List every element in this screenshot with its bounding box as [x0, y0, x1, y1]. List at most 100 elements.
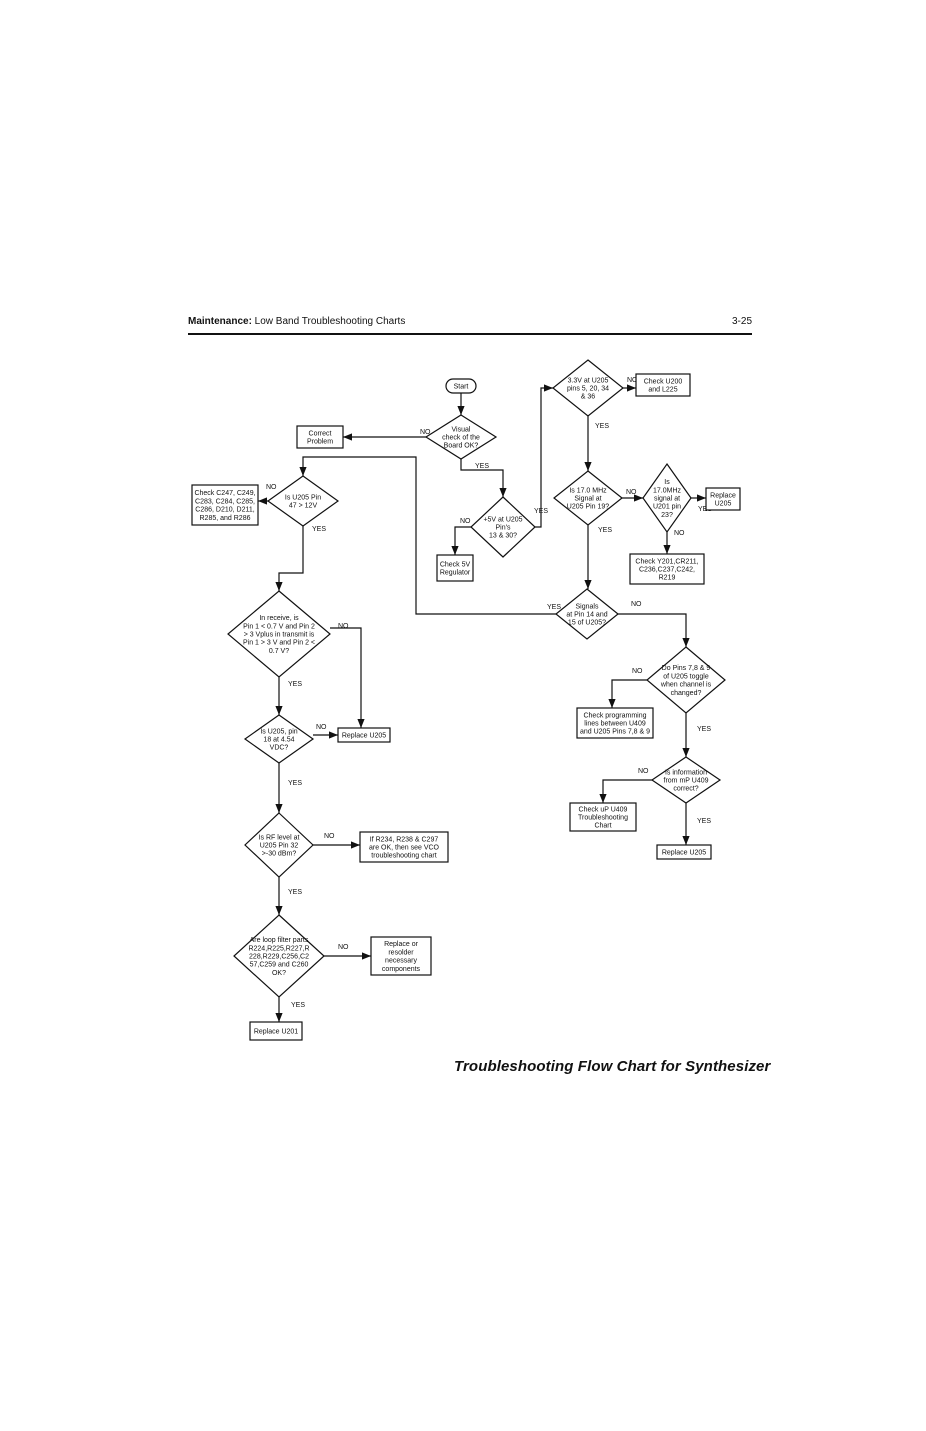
decision-diamond: [470, 496, 536, 558]
arrowhead-icon: [275, 804, 283, 813]
arrowhead-icon: [351, 841, 360, 849]
node-text-line: Pin 1 < 0.7 V and Pin 2: [243, 623, 315, 630]
arrowhead-icon: [275, 906, 283, 915]
edge-pin18-to-rflevel: YES: [275, 763, 302, 813]
node-replaceu205b: Replace U205: [337, 727, 391, 743]
process-box: [249, 1021, 303, 1041]
decision-diamond: [650, 756, 722, 804]
arrowhead-icon: [451, 546, 459, 555]
node-text-line: VDC?: [270, 745, 289, 752]
edge-mhz17-to-mhz17u201: NO: [622, 489, 643, 502]
node-text-line: Are loop filter parts: [250, 937, 309, 944]
arrowhead-icon: [608, 699, 616, 708]
edge-pin18-to-replaceu205b: NO: [313, 724, 338, 739]
decision-diamond: [424, 414, 498, 460]
node-text-line: 3.3V at U205: [568, 377, 609, 384]
process-box: [370, 936, 432, 976]
decision-diamond: [552, 359, 624, 417]
edge-label: YES: [288, 889, 302, 896]
connector-line: [618, 613, 687, 647]
arrowhead-icon: [275, 706, 283, 715]
arrowhead-icon: [584, 462, 592, 471]
node-text-line: +5V at U205: [483, 516, 522, 523]
header-rule: [188, 333, 752, 335]
edge-pin47-to-receive: YES: [275, 526, 326, 591]
edge-toggle-to-info: YES: [682, 713, 711, 757]
node-text-line: Is RF level at: [259, 834, 300, 841]
figure-caption: Troubleshooting Flow Chart for Synthesiz…: [454, 1058, 771, 1075]
process-box: [656, 844, 712, 860]
arrowhead-icon: [457, 406, 465, 415]
node-text-line: when channel is: [660, 682, 712, 689]
node-text-line: Check 5V: [440, 561, 471, 568]
connector-line: [454, 526, 471, 555]
decision-diamond: [243, 714, 315, 764]
decision-diamond: [233, 914, 325, 998]
arrowhead-icon: [682, 836, 690, 845]
node-text-line: Chart: [594, 823, 611, 830]
arrowhead-icon: [627, 384, 636, 392]
arrowhead-icon: [634, 494, 643, 502]
edge-label: YES: [288, 780, 302, 787]
node-text-line: Visual: [452, 426, 471, 433]
node-text-line: Check C247, C249,: [194, 490, 255, 497]
node-text-line: components: [382, 966, 421, 973]
node-text-line: 0.7 V?: [269, 648, 289, 655]
arrowhead-icon: [663, 545, 671, 554]
node-text-line: Start: [454, 384, 469, 391]
edge-label: NO: [631, 601, 642, 608]
node-text-line: Signals: [576, 603, 599, 610]
terminal-pill: [445, 378, 477, 394]
node-text-line: R285, and R286: [200, 515, 251, 522]
page-header: Maintenance: Low Band Troubleshooting Ch…: [188, 316, 752, 330]
node-text-line: at Pin 14 and: [566, 612, 607, 619]
node-text-line: and U205 Pins 7,8 & 9: [580, 729, 650, 736]
arrowhead-icon: [682, 748, 690, 757]
edge-label: YES: [698, 506, 712, 513]
arrowhead-icon: [362, 952, 371, 960]
node-text-line: 17.0MHz: [653, 487, 682, 494]
node-text-line: Is information: [665, 769, 707, 776]
arrowhead-icon: [275, 1013, 283, 1022]
edge-label: NO: [626, 489, 637, 496]
arrowhead-icon: [299, 467, 307, 476]
page-number: 3-25: [731, 316, 752, 327]
edge-label: YES: [475, 463, 489, 470]
connector-line: [611, 679, 647, 708]
edge-mhz17u201-to-checky201: NO: [663, 530, 685, 554]
edge-signals1415-to-toggle: NO: [618, 601, 690, 647]
node-text-line: If R234, R238 & C297: [370, 836, 439, 843]
node-text-line: R219: [659, 575, 676, 582]
decision-diamond: [642, 462, 692, 534]
node-text-line: Replace: [710, 492, 736, 499]
edge-receive-to-replaceu205b: NO: [330, 623, 365, 728]
node-text-line: >-30 dBm?: [262, 851, 297, 858]
node-text-line: Do Pins 7,8 & 9: [662, 665, 711, 672]
edge-label: NO: [420, 429, 431, 436]
node-text-line: and L225: [648, 387, 677, 394]
connector-line: [602, 779, 652, 803]
edge-receive-to-pin18: YES: [275, 677, 302, 715]
node-text-line: OK?: [272, 970, 286, 977]
node-text-line: 57,C259 and C260: [250, 962, 309, 969]
process-box: [705, 487, 741, 511]
edge-label: YES: [312, 526, 326, 533]
edge-loopfilter-to-resolder: NO: [324, 944, 371, 960]
edge-label: YES: [697, 818, 711, 825]
edge-label: NO: [460, 518, 471, 525]
connector-line: [330, 627, 362, 728]
connector-line: [302, 456, 556, 615]
connector-line: [535, 387, 553, 528]
node-replaceu205c: Replace U205: [656, 844, 712, 860]
node-text-line: Board OK?: [444, 443, 479, 450]
node-text-line: Is: [664, 479, 670, 486]
arrowhead-icon: [584, 580, 592, 589]
arrowhead-icon: [697, 494, 706, 502]
